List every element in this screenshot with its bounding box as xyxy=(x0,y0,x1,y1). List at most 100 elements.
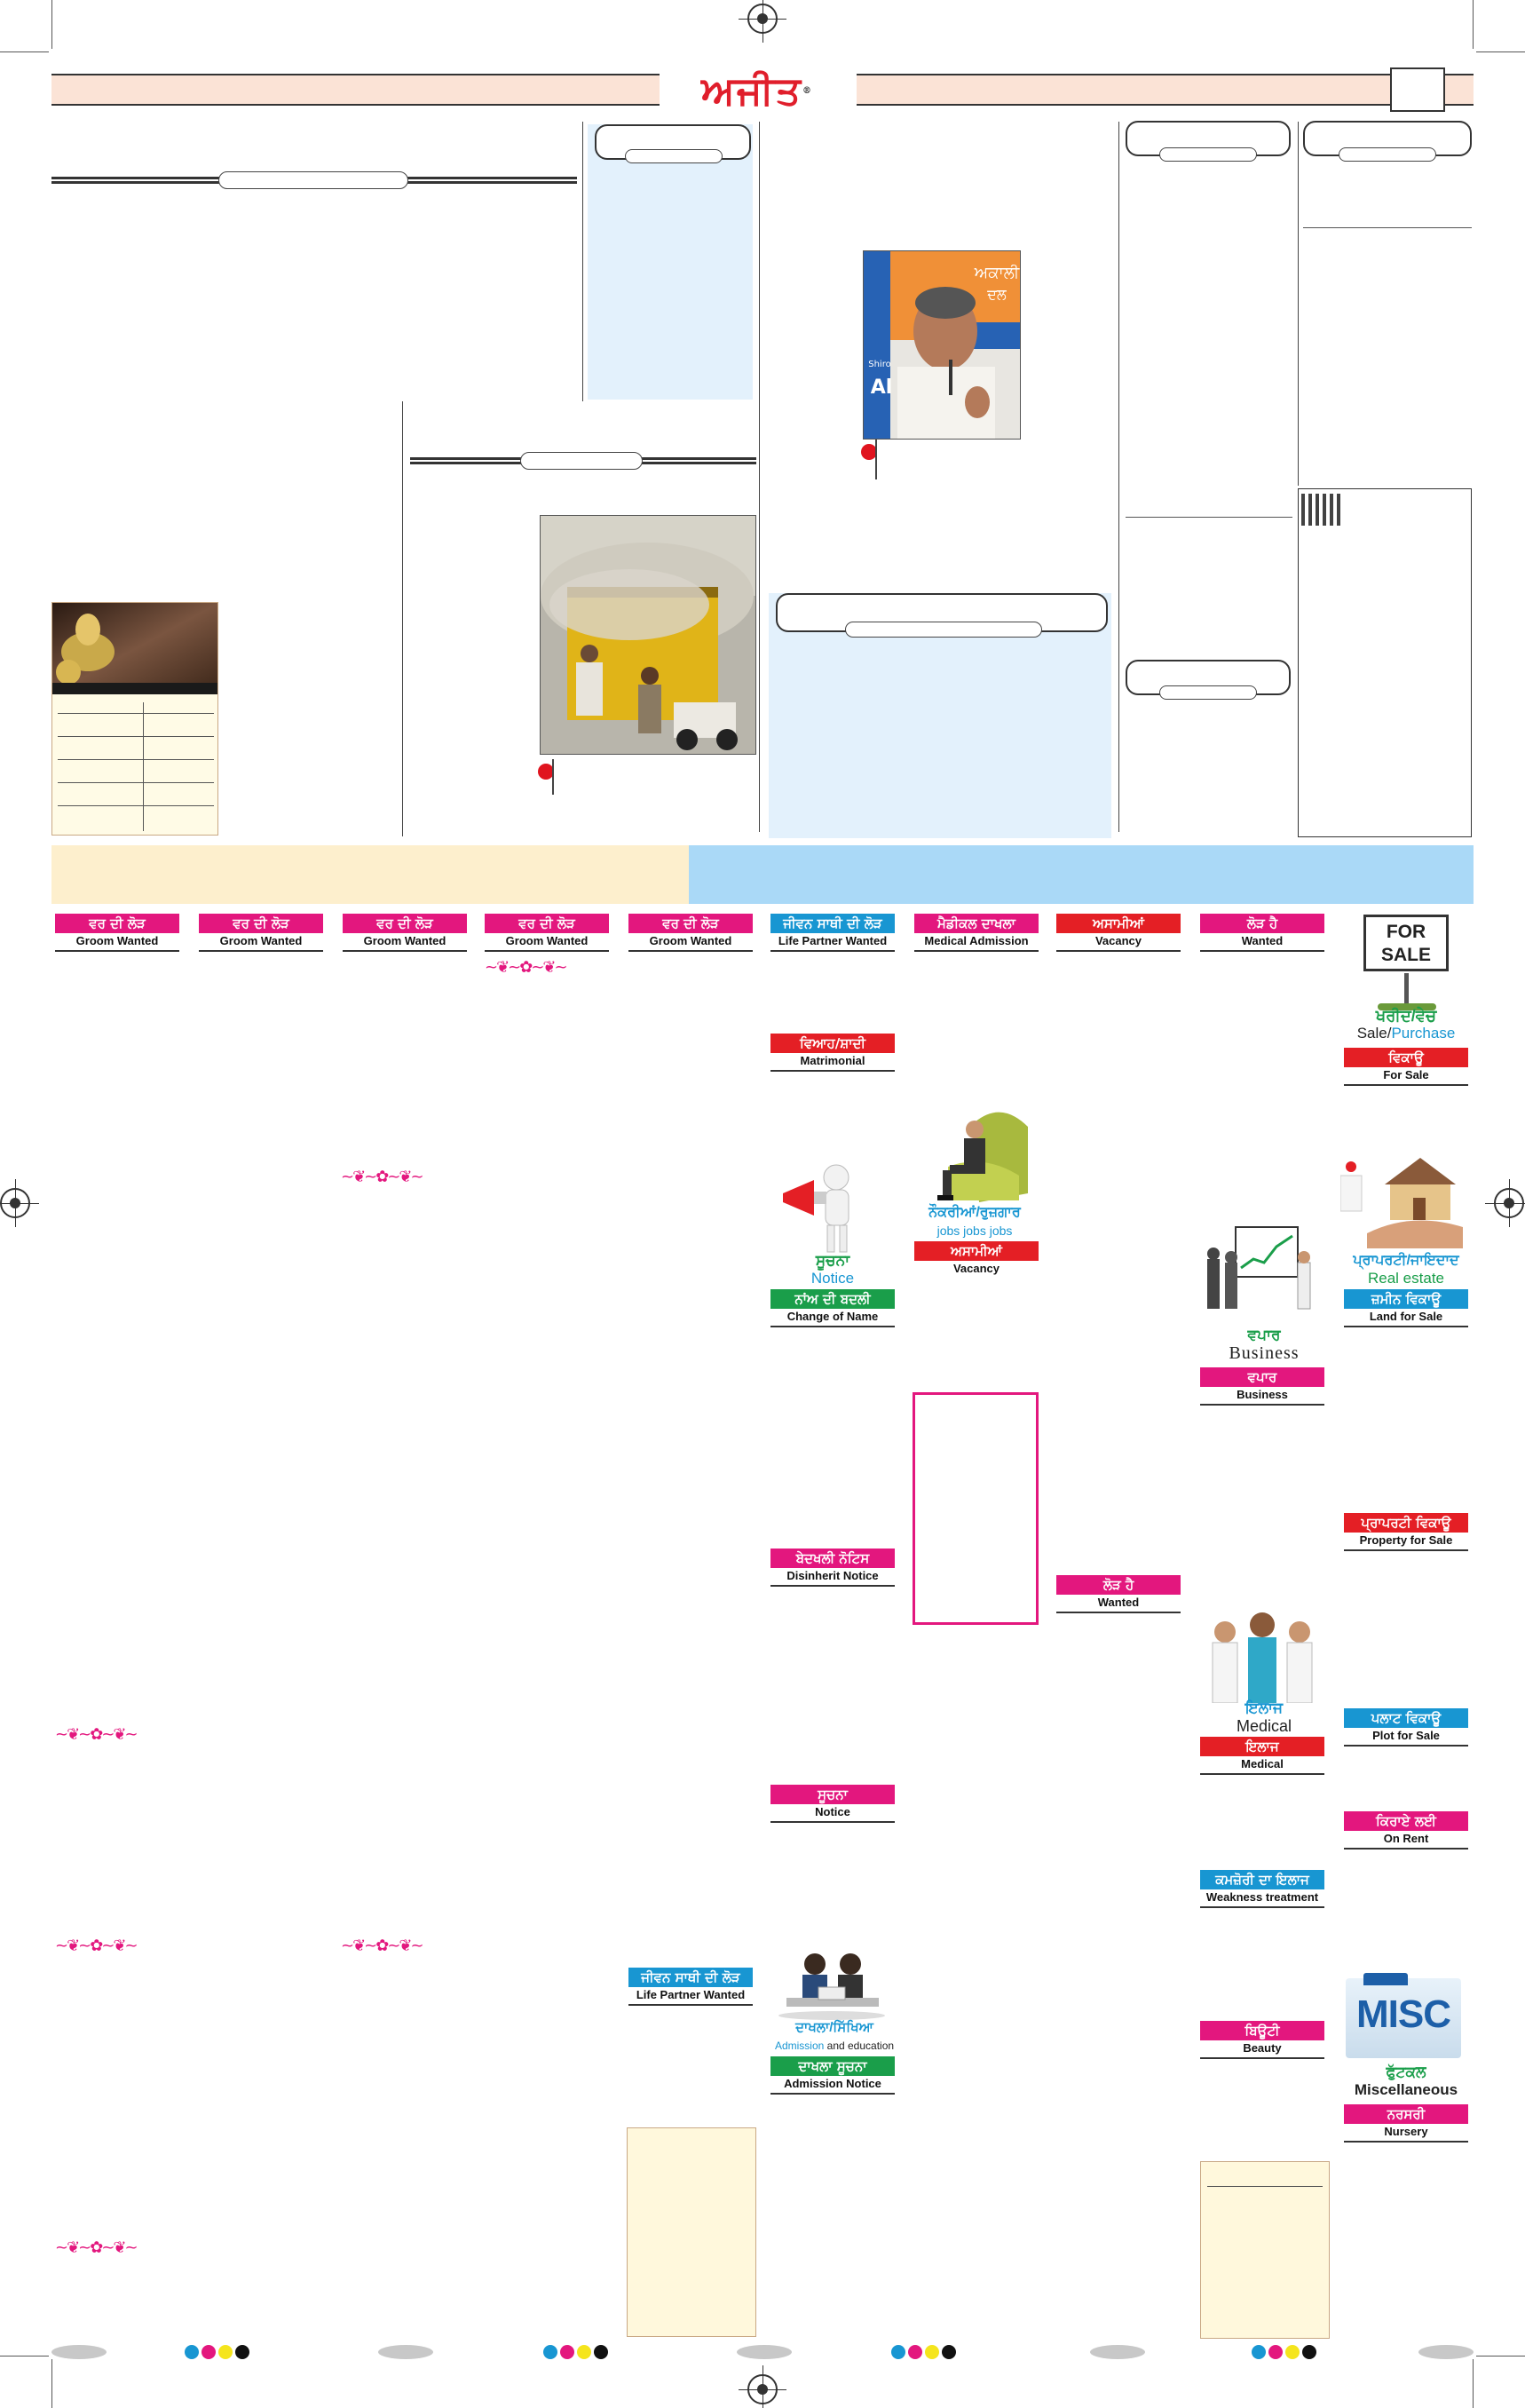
ad-box-yellow-left xyxy=(627,2127,756,2337)
ornament-divider: ~❦~✿~❦~ xyxy=(341,1168,424,1186)
jewellery-photo xyxy=(51,602,218,836)
section-rule xyxy=(1126,517,1292,518)
medical-admission-header: ਮੈਡੀਕਲ ਦਾਖਲਾMedical Admission xyxy=(914,914,1039,952)
medical-category: ਇਲਾਜ Medical xyxy=(1236,1699,1292,1735)
business-category: ਵਪਾਰ Business xyxy=(1229,1327,1300,1363)
bordered-ad xyxy=(913,1392,1039,1625)
speaker-image: ਅਕਾਲੀ ਦਲ Shiro Al xyxy=(864,251,1020,439)
admission-illustration xyxy=(774,1948,889,2021)
vacancy-header: ਅਸਾਮੀਆਂVacancy xyxy=(914,1241,1039,1278)
crop-mark xyxy=(51,0,52,49)
rate-table xyxy=(58,702,214,831)
matrimonial-header: ਵਿਆਹ/ਸ਼ਾਦੀMatrimonial xyxy=(770,1034,895,1072)
info-box-pill xyxy=(625,149,723,163)
column-divider xyxy=(1118,122,1119,832)
wanted-header: ਲੋੜ ਹੈWanted xyxy=(1056,1575,1181,1613)
jobs-illustration xyxy=(913,1105,1037,1204)
section-rule xyxy=(1303,227,1472,228)
section-pill-right3 xyxy=(1339,147,1436,162)
color-bar-grey xyxy=(1418,2345,1474,2359)
ad-box-yellow-right xyxy=(1200,2161,1330,2339)
cmyk-swatches xyxy=(185,2345,252,2359)
ad-box-right xyxy=(1298,488,1472,837)
street-image xyxy=(541,516,755,754)
banner-band-right xyxy=(689,845,1474,904)
qr-code xyxy=(1301,494,1340,526)
column-divider xyxy=(582,122,583,401)
color-bar-grey xyxy=(737,2345,792,2359)
column-divider xyxy=(1298,122,1299,486)
column-divider xyxy=(402,401,403,836)
nursery-header: ਨਰਸਰੀNursery xyxy=(1344,2104,1468,2143)
crop-mark xyxy=(1473,2359,1474,2408)
registration-mark-top xyxy=(739,0,786,43)
notice-header: ਸੂਚਨਾNotice xyxy=(770,1785,895,1823)
jewellery-image xyxy=(52,603,217,694)
svg-text:Shiro: Shiro xyxy=(868,360,890,369)
ornament-divider: ~❦~✿~❦~ xyxy=(55,1725,138,1744)
registration-mark-left xyxy=(0,1179,39,1227)
medical-illustration xyxy=(1202,1605,1323,1704)
svg-text:ਦਲ: ਦਲ xyxy=(986,286,1007,303)
masthead-bar-right xyxy=(857,74,1474,106)
admission-notice-header: ਦਾਖਲਾ ਸੂਚਨਾAdmission Notice xyxy=(770,2056,895,2095)
info-box-left xyxy=(588,124,753,400)
color-bar-grey xyxy=(1090,2345,1145,2359)
story-marker xyxy=(538,764,554,780)
misc-category: ਫੁੱਟਕਲ Miscellaneous xyxy=(1354,2063,1458,2098)
section-pill-right1 xyxy=(1159,147,1257,162)
ornament-divider: ~❦~✿~❦~ xyxy=(341,1937,424,1955)
cmyk-swatches xyxy=(543,2345,611,2359)
svg-text:Al: Al xyxy=(871,376,893,399)
color-bar-grey xyxy=(51,2345,107,2359)
crop-mark xyxy=(1476,51,1525,52)
crop-mark xyxy=(1476,2356,1525,2357)
cmyk-swatches xyxy=(891,2345,959,2359)
section-header-right2 xyxy=(1126,660,1291,695)
ornament-divider: ~❦~✿~❦~ xyxy=(55,2238,138,2257)
crop-mark xyxy=(0,51,49,52)
story-marker-line xyxy=(875,440,877,479)
story-marker-line xyxy=(552,759,554,795)
beauty-header: ਬਿਊਟੀBeauty xyxy=(1200,2021,1324,2059)
svg-text:ਅਕਾਲੀ: ਅਕਾਲੀ xyxy=(974,264,1020,282)
section-pill-right2 xyxy=(1159,685,1257,700)
jobs-category: ਨੌਕਰੀਆਂ/ਰੁਜ਼ਗਾਰ jobs jobs jobs xyxy=(928,1205,1021,1238)
admission-category: ਦਾਖਲਾ/ਸਿੱਖਿਆ Admission and education xyxy=(774,2020,895,2052)
ornament-divider: ~❦~✿~❦~ xyxy=(485,958,568,977)
cmyk-swatches xyxy=(1252,2345,1319,2359)
masthead-bar-left xyxy=(51,74,660,106)
crop-mark xyxy=(1473,0,1474,49)
misc-logo: MISC xyxy=(1346,1973,1461,2062)
banner-band-left xyxy=(51,845,689,904)
section-title-pill xyxy=(520,452,643,470)
sale-purchase-category: ਖਰੀਦ/ਵੇਚ Sale/Purchase xyxy=(1356,1007,1456,1042)
speaker-photo: ਅਕਾਲੀ ਦਲ Shiro Al xyxy=(863,250,1021,440)
ad-box-rule xyxy=(1207,2186,1323,2187)
newspaper-logo: ਅਜੀਤ® xyxy=(701,68,813,114)
section-title-pill xyxy=(218,171,408,189)
notice-illustration xyxy=(774,1158,881,1255)
section-header-right1 xyxy=(1126,121,1291,156)
notice-category: ਸੂਚਨਾ Notice xyxy=(810,1252,855,1287)
color-bar-grey xyxy=(378,2345,433,2359)
vacancy-header: ਅਸਾਮੀਆਂVacancy xyxy=(1056,914,1181,952)
story-marker xyxy=(861,444,877,460)
real-estate-illustration xyxy=(1339,1149,1465,1248)
page-number-box xyxy=(1390,67,1445,112)
